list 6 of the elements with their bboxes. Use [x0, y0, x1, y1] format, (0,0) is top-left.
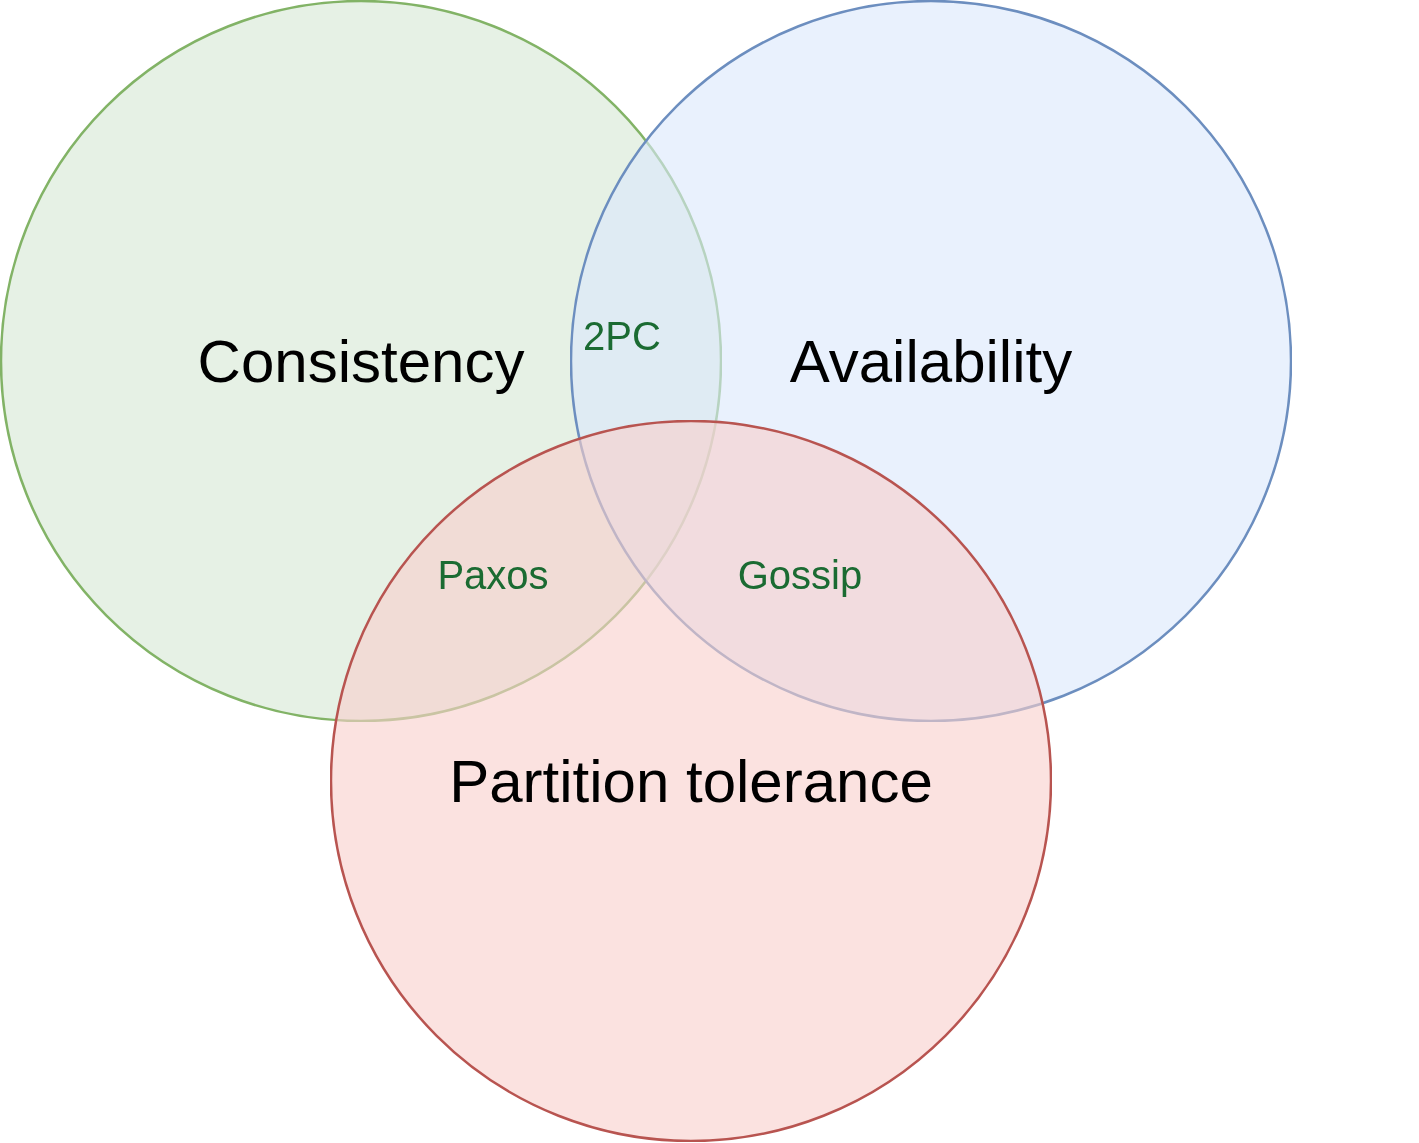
intersection-label: Gossip	[737, 552, 863, 598]
intersection-label: 2PC	[583, 313, 661, 359]
set-label: Partition tolerance	[449, 746, 933, 816]
intersection-label: Paxos	[437, 552, 549, 598]
set-label: Availability	[789, 326, 1073, 396]
set-label: Consistency	[197, 326, 525, 396]
